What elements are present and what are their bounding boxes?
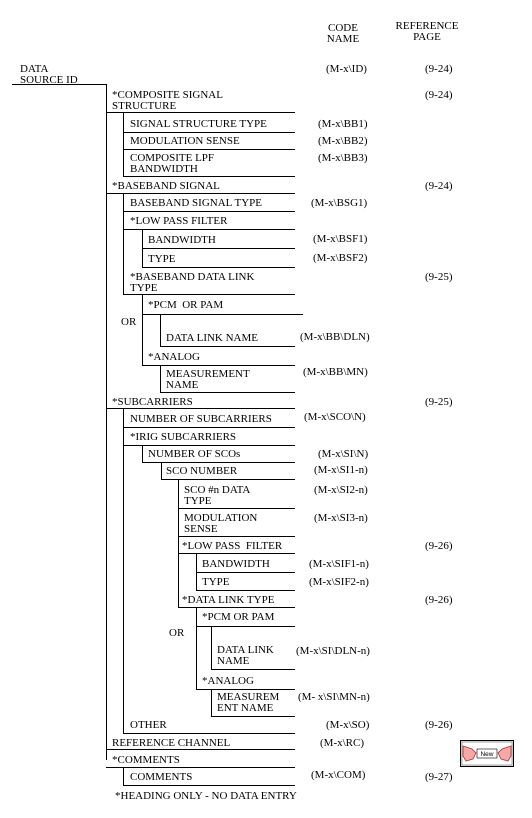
code-baseband-signal-type: (M-x\BSG1) — [311, 197, 368, 209]
label-lpf-type: TYPE — [148, 253, 176, 265]
ref-baseband-signal: (9-24) — [425, 180, 453, 192]
label-num-subcarriers: NUMBER OF SUBCARRIERS — [130, 413, 272, 425]
label-signal-structure-type: SIGNAL STRUCTURE TYPE — [130, 118, 267, 130]
ref-bb-data-link-type: (9-25) — [425, 271, 453, 283]
label-baseband-signal: *BASEBAND SIGNAL — [112, 180, 220, 192]
code-other: (M-x\SO) — [326, 719, 370, 731]
label-sco-measurement-name: MEASUREM ENT NAME — [217, 691, 280, 714]
code-name-header: CODE NAME — [326, 22, 360, 45]
label-bandwidth: BANDWIDTH — [148, 234, 216, 246]
code-sco-type: (M-x\SIF2-n) — [309, 576, 369, 588]
label-data-link-name: DATA LINK NAME — [166, 332, 259, 344]
code-num-scos: (M-x\SI\N) — [318, 448, 369, 460]
footnote: *HEADING ONLY - NO DATA ENTRY — [115, 790, 297, 802]
code-sco-bandwidth: (M-x\SIF1-n) — [309, 558, 369, 570]
label-sco-bandwidth: BANDWIDTH — [202, 558, 270, 570]
label-analog: *ANALOG — [148, 351, 200, 363]
code-sco-number: (M-x\SI1-n) — [314, 464, 368, 476]
label-pcm-or-pam: *PCM OR PAM — [148, 299, 224, 311]
label-low-pass-filter: *LOW PASS FILTER — [130, 215, 228, 227]
code-sco-mod-sense: (M-x\SI3-n) — [314, 512, 368, 524]
label-baseband-signal-type: BASEBAND SIGNAL TYPE — [130, 197, 263, 209]
reference-page-header: REFERENCE PAGE — [395, 20, 459, 43]
label-bb-data-link-type: *BASEBAND DATA LINK TYPE — [130, 271, 255, 294]
label-sco-lpf: *LOW PASS FILTER — [182, 540, 283, 552]
code-data-source-id: (M-x\ID) — [326, 63, 367, 75]
label-composite-signal: *COMPOSITE SIGNAL STRUCTURE — [112, 89, 223, 112]
code-signal-structure-type: (M-x\BB1) — [318, 118, 368, 130]
label-sco-data-link-type: *DATA LINK TYPE — [182, 594, 275, 606]
new-hands-icon: New — [460, 740, 514, 767]
label-sco-pcm-or-pam: *PCM OR PAM — [202, 611, 275, 623]
label-other: OTHER — [130, 719, 167, 731]
code-reference-channel: (M-x\RC) — [320, 737, 364, 749]
label-modulation-sense: MODULATION SENSE — [130, 135, 240, 147]
code-num-subcarriers: (M-x\SCO\N) — [304, 411, 366, 423]
label-sco-data-link-name: DATA LINK NAME — [217, 644, 274, 667]
ref-subcarriers: (9-25) — [425, 396, 453, 408]
code-sco-data-type: (M-x\SI2-n) — [314, 484, 368, 496]
ref-sco-lpf: (9-26) — [425, 540, 453, 552]
label-or-1: OR — [121, 316, 137, 328]
label-irig-subcarriers: *IRIG SUBCARRIERS — [130, 431, 237, 443]
code-comments: (M-x\COM) — [311, 769, 366, 781]
code-measurement-name: (M-x\BB\MN) — [303, 366, 368, 378]
label-sco-type: TYPE — [202, 576, 230, 588]
code-data-link-name: (M-x\BB\DLN) — [300, 331, 370, 343]
label-or-2: OR — [169, 627, 185, 639]
label-num-scos: NUMBER OF SCOs — [148, 448, 241, 460]
new-icon-text: New — [480, 751, 493, 758]
ref-data-source-id: (9-24) — [425, 63, 453, 75]
label-sco-analog: *ANALOG — [202, 675, 254, 687]
label-sco-mod-sense: MODULATION SENSE — [184, 512, 258, 535]
label-comments: COMMENTS — [130, 771, 193, 783]
label-data-source-id: DATA SOURCE ID — [20, 63, 78, 86]
code-sco-measurement-name: (M- x\SI\MN-n) — [298, 691, 370, 703]
label-subcarriers: *SUBCARRIERS — [112, 396, 193, 408]
ref-composite-signal: (9-24) — [425, 89, 453, 101]
code-bandwidth: (M-x\BSF1) — [313, 233, 368, 245]
label-sco-number: SCO NUMBER — [166, 465, 238, 477]
label-comments-heading: *COMMENTS — [112, 754, 180, 766]
label-composite-lpf: COMPOSITE LPF BANDWIDTH — [130, 152, 215, 175]
code-composite-lpf: (M-x\BB3) — [318, 152, 368, 164]
label-sco-data-type: SCO #n DATA TYPE — [184, 484, 250, 507]
label-measurement-name: MEASUREMENT NAME — [166, 368, 250, 391]
ref-comments: (9-27) — [425, 771, 453, 783]
code-sco-data-link-name: (M-x\SI\DLN-n) — [296, 645, 370, 657]
ref-other: (9-26) — [425, 719, 453, 731]
ref-sco-data-link-type: (9-26) — [425, 594, 453, 606]
code-modulation-sense: (M-x\BB2) — [318, 135, 368, 147]
label-reference-channel: REFERENCE CHANNEL — [112, 737, 231, 749]
code-lpf-type: (M-x\BSF2) — [313, 252, 368, 264]
